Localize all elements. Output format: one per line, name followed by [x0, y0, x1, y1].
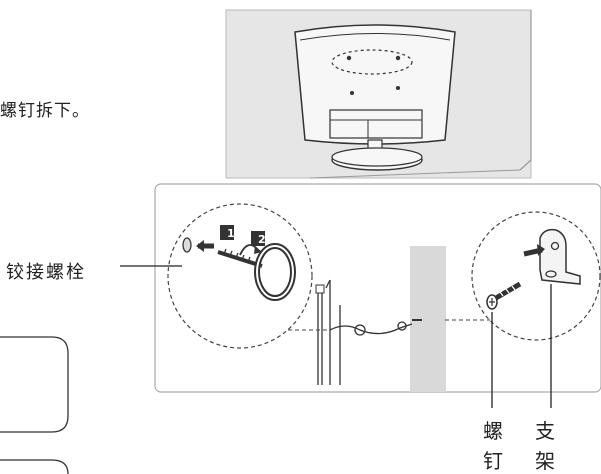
bracket-label-line1: 支	[535, 419, 555, 443]
hinge-bolt-label: 铰接螺栓	[6, 262, 86, 283]
partial-box-upper	[0, 336, 69, 433]
tv-rear-view-illustration	[225, 9, 532, 179]
bracket-label-line2: 架	[535, 449, 555, 473]
screw-label-line1: 螺	[483, 419, 503, 443]
wall-mount-illustration	[154, 183, 601, 393]
step-2-label: 2	[258, 233, 266, 246]
step-1-label: 1	[227, 227, 235, 240]
instruction-text: 螺钉拆下。	[0, 101, 90, 121]
bracket-screw-detail	[486, 228, 581, 310]
hinge-bolt-detail	[182, 225, 296, 301]
screw-label-line2: 钉	[483, 449, 503, 473]
partial-box-lower	[0, 459, 69, 474]
